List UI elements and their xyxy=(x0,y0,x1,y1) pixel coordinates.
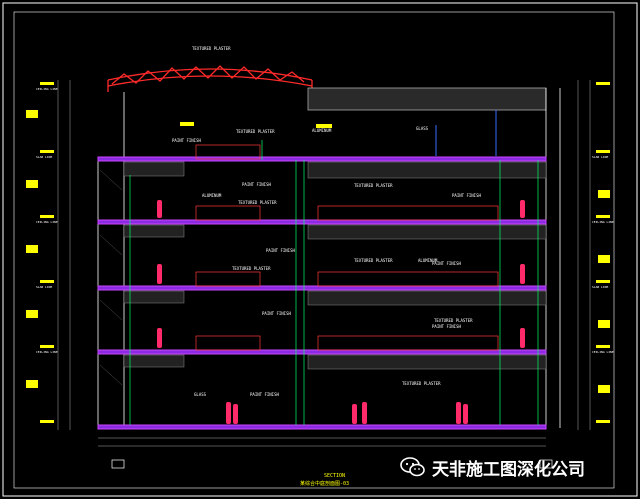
material-tag: PAINT FINISH xyxy=(172,138,201,143)
grid-marker-right xyxy=(539,459,553,469)
level-tag: CEILING LINE xyxy=(36,350,58,354)
level-tag: SLAB LINE xyxy=(36,285,52,289)
ceiling-bands xyxy=(123,161,547,370)
material-tag: PAINT FINISH xyxy=(432,261,461,266)
material-tag: PAINT FINISH xyxy=(250,392,279,397)
level-tag: SLAB LINE xyxy=(592,155,608,159)
level-tag: CEILING LINE xyxy=(36,87,58,91)
level-tag: CEILING LINE xyxy=(592,350,614,354)
material-tag: TEXTURED PLASTER xyxy=(354,258,393,263)
level-tag: SLAB LINE xyxy=(592,285,608,289)
section-title: SECTION xyxy=(324,473,345,479)
dimension-lines xyxy=(57,80,591,447)
material-tag: PAINT FINISH xyxy=(242,182,271,187)
material-tag: GLASS xyxy=(194,392,207,397)
scale-figures xyxy=(157,200,525,424)
material-tag: TEXTURED PLASTER xyxy=(236,129,275,134)
material-tag: PAINT FINISH xyxy=(432,324,461,329)
grid-marker-left xyxy=(111,459,125,469)
material-tag: PAINT FINISH xyxy=(266,248,295,253)
wechat-icon xyxy=(400,457,425,477)
material-tag: ALUMINUM xyxy=(418,258,438,263)
level-tag: SLAB LINE xyxy=(36,155,52,159)
roof-label: TEXTURED PLASTER xyxy=(192,46,231,51)
section-subtitle: 某综合中庭剖面图-03 xyxy=(300,480,349,487)
material-tag: TEXTURED PLASTER xyxy=(402,381,441,386)
right-roof-block xyxy=(307,87,547,111)
level-tags: CEILING LINE SLAB LINE CEILING LINE SLAB… xyxy=(36,87,614,354)
material-tag: TEXTURED PLASTER xyxy=(354,183,393,188)
material-tags: TEXTURED PLASTER PAINT FINISH ALUMINUM G… xyxy=(172,122,481,397)
material-tag: PAINT FINISH xyxy=(262,311,291,316)
watermark: 天非施工图深化公司 xyxy=(400,452,635,482)
material-tag: ALUMINUM xyxy=(312,128,332,133)
left-core-hatch xyxy=(99,169,123,386)
building-outline xyxy=(97,88,561,428)
material-tag: TEXTURED PLASTER xyxy=(238,200,277,205)
material-tag: GLASS xyxy=(416,126,429,131)
material-tag: PAINT FINISH xyxy=(452,193,481,198)
material-tag: TEXTURED PLASTER xyxy=(232,266,271,271)
watermark-text: 天非施工图深化公司 xyxy=(432,459,585,480)
blue-columns xyxy=(435,110,497,156)
level-tag: CEILING LINE xyxy=(592,220,614,224)
left-level-markers xyxy=(26,82,54,423)
material-tag: ALUMINUM xyxy=(202,193,222,198)
atrium-balustrades xyxy=(195,144,499,351)
glazing-lines xyxy=(129,140,539,425)
right-level-markers xyxy=(596,82,610,423)
material-tag: TEXTURED PLASTER xyxy=(434,318,473,323)
level-tag: CEILING LINE xyxy=(36,220,58,224)
roof-truss xyxy=(107,65,313,92)
sheet-inner-border xyxy=(13,11,615,489)
